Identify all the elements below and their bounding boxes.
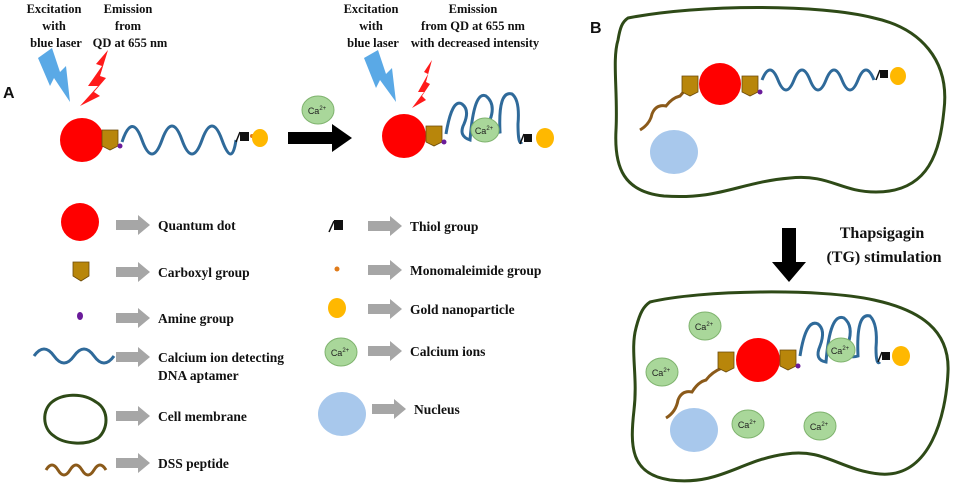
legend-carboxyl-swatch <box>72 261 90 282</box>
quantum-dot-b1 <box>699 63 741 105</box>
panel-a-label: A <box>3 85 15 102</box>
stimulation-arrow <box>772 228 806 282</box>
legend-monomaleimide-swatch <box>334 266 340 272</box>
carboxyl-group <box>101 129 119 151</box>
thiol-group-2 <box>524 134 532 142</box>
legend-quantum-dot: Quantum dot <box>158 218 236 233</box>
amine-group-2 <box>441 139 447 145</box>
sensor-before <box>60 118 268 162</box>
calcium-ion-b3-label: Ca2+ <box>738 420 757 430</box>
legend-thiol-swatch <box>334 220 343 230</box>
legend-dss-swatch <box>44 463 108 477</box>
calcium-ion-b-bound <box>826 337 856 363</box>
excitation-laser-icon <box>38 48 70 102</box>
calcium-ion-b-bound-label: Ca2+ <box>831 346 850 356</box>
legend-gold-swatch <box>328 298 346 318</box>
calcium-ion-b4-label: Ca2+ <box>810 422 829 432</box>
aptamer-strand <box>120 124 238 156</box>
legend-membrane: Cell membrane <box>158 409 247 424</box>
cell-before <box>613 6 947 199</box>
stimulation-label: Thapsigagin (TG) stimulation <box>826 225 941 266</box>
cell-after: Ca2+ Ca2+ Ca2+ Ca2+ Ca2+ <box>630 290 950 483</box>
emission-caption-1: Emission from QD at 655 nm <box>93 0 168 50</box>
legend: Quantum dot Carboxyl group Amine group C… <box>32 203 541 477</box>
legend-membrane-swatch <box>43 393 108 445</box>
legend-calcium: Calcium ions <box>410 344 485 359</box>
gold-nanoparticle <box>252 129 268 147</box>
amine-group-b1 <box>757 89 763 95</box>
amine-group <box>117 143 123 149</box>
panel-b-label: B <box>590 20 602 37</box>
calcium-ion-bound-label: Ca2+ <box>475 126 494 136</box>
gold-nanoparticle-b1 <box>890 67 906 85</box>
legend-calcium-swatch <box>324 337 358 367</box>
thiol-group-b2 <box>882 352 890 360</box>
aptamer-b1 <box>760 68 876 92</box>
reaction-arrow <box>288 124 352 152</box>
calcium-ion-b4 <box>803 411 837 441</box>
thiol-group <box>240 132 249 141</box>
thiol-group-b1 <box>880 70 888 78</box>
emission-icon-2 <box>412 60 432 108</box>
calcium-ion <box>301 95 335 125</box>
legend-nucleus: Nucleus <box>414 402 460 417</box>
excitation-laser-icon-2 <box>364 50 396 102</box>
emission-caption-2: Emission from QD at 655 nm with decrease… <box>411 0 540 50</box>
legend-quantum-dot-swatch <box>61 203 99 241</box>
legend-dss: DSS peptide <box>158 456 229 471</box>
legend-monomaleimide: Monomaleimide group <box>410 263 541 278</box>
quantum-dot <box>60 118 104 162</box>
cell-membrane-2 <box>630 290 950 483</box>
cell-membrane <box>613 6 947 199</box>
quantum-dot-2 <box>382 114 426 158</box>
calcium-ion-b1 <box>688 311 722 341</box>
amine-group-b2 <box>795 363 801 369</box>
legend-nucleus-swatch <box>318 392 366 436</box>
legend-calcium-swatch-label: Ca2+ <box>331 348 350 358</box>
gold-nanoparticle-b2 <box>892 346 910 366</box>
legend-gold: Gold nanoparticle <box>410 302 515 317</box>
sensor-after: Ca2+ <box>382 92 554 158</box>
legend-amine: Amine group <box>158 311 234 326</box>
calcium-ion-bound <box>470 117 500 143</box>
legend-amine-swatch <box>77 312 83 320</box>
carboxyl-group-2 <box>425 125 443 147</box>
calcium-ion-b3 <box>731 409 765 439</box>
nucleus <box>650 130 698 174</box>
quantum-dot-b2 <box>736 338 780 382</box>
legend-thiol: Thiol group <box>410 219 478 234</box>
nucleus-2 <box>670 408 718 452</box>
dss-peptide-2 <box>665 366 723 420</box>
excitation-caption-1: Excitation with blue laser <box>27 0 86 50</box>
carboxyl-group-b2a <box>717 351 735 373</box>
calcium-ion-label: Ca2+ <box>308 106 327 116</box>
calcium-ion-b2-label: Ca2+ <box>652 368 671 378</box>
aptamer-folded <box>444 92 524 145</box>
emission-icon <box>80 50 108 106</box>
gold-nanoparticle-2 <box>536 128 554 148</box>
carboxyl-group-b1b <box>741 75 759 97</box>
excitation-caption-2: Excitation with blue laser <box>344 0 403 50</box>
calcium-ion-b2 <box>645 357 679 387</box>
legend-carboxyl: Carboxyl group <box>158 265 250 280</box>
legend-aptamer-swatch <box>32 347 116 365</box>
carboxyl-group-b2b <box>779 349 797 371</box>
legend-aptamer: Calcium ion detecting DNA aptamer <box>158 349 288 383</box>
aptamer-b2 <box>798 314 882 365</box>
carboxyl-group-b1a <box>681 75 699 97</box>
calcium-ion-b1-label: Ca2+ <box>695 322 714 332</box>
